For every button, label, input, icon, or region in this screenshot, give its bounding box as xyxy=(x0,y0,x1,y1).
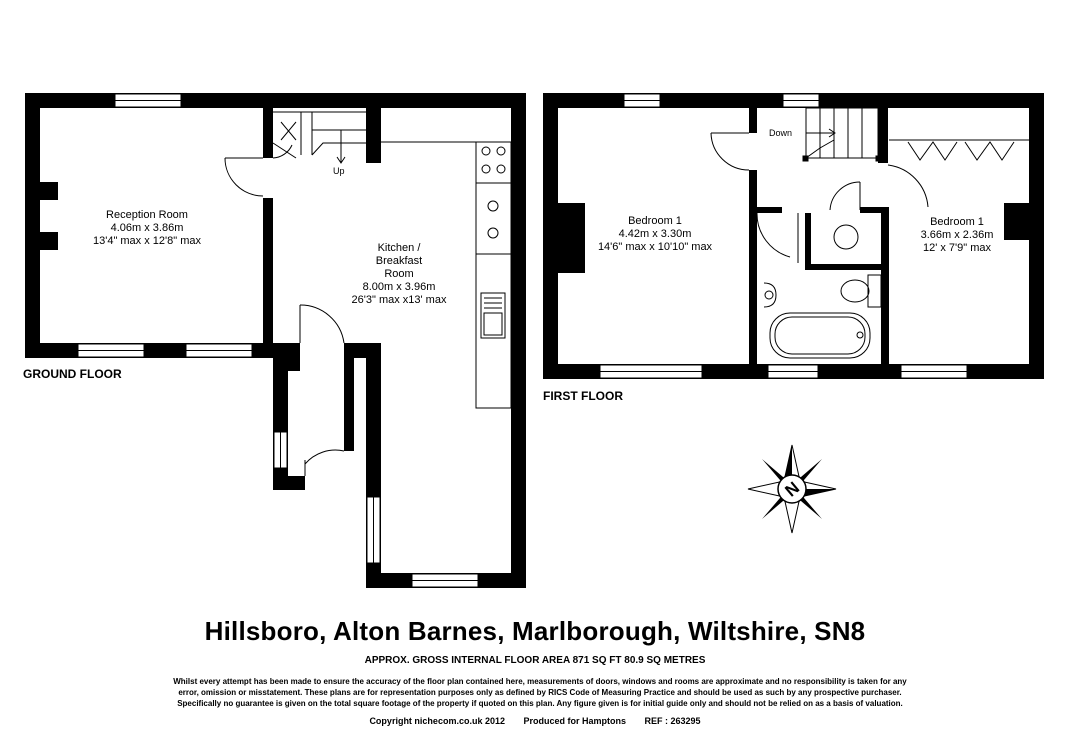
kitchen-room-name-1: Kitchen / xyxy=(378,242,422,254)
wardrobe xyxy=(889,139,1029,161)
kitchen-room-name-2: Breakfast xyxy=(376,255,422,267)
bedroom1-landing-wall-upper xyxy=(749,93,757,133)
bedroom2-left-wall xyxy=(881,207,889,379)
first-windows xyxy=(599,93,968,379)
produced-for-text: Produced for Hamptons xyxy=(523,716,627,726)
disclaimer-line-3: Specifically no guarantee is given on th… xyxy=(177,699,903,708)
reference-number: REF : 263295 xyxy=(644,716,701,726)
ground-doors xyxy=(224,142,345,476)
cupboard-wall-left xyxy=(805,213,811,270)
bathroom-fixtures xyxy=(763,224,882,359)
first-wall-right xyxy=(1029,93,1044,379)
ground-wall-reception-bottom xyxy=(25,343,300,358)
disclaimer-line-1: Whilst every attempt has been made to en… xyxy=(173,677,907,686)
reception-room-metric: 4.06m x 3.86m xyxy=(111,222,184,234)
porch-wall-inner xyxy=(288,343,300,371)
bedroom2-chimney xyxy=(1004,203,1029,240)
ground-floor-plan: Up Reception Room 4.06m x 3.86m 13'4" ma… xyxy=(23,93,526,588)
ground-wall-left xyxy=(25,93,40,358)
ground-stair-label: Up xyxy=(333,166,345,176)
reception-room-name: Reception Room xyxy=(106,209,188,221)
landing-bedroom2-wall xyxy=(860,207,888,213)
bedroom1-landing-wall-lower xyxy=(749,170,757,379)
ground-wall-right xyxy=(511,93,526,588)
ground-floor-label: GROUND FLOOR xyxy=(23,367,122,381)
kitchen-units xyxy=(475,141,512,409)
reception-kitchen-partition-lower xyxy=(263,198,273,358)
porch-wall-right xyxy=(344,343,354,451)
kitchen-room-metric: 8.00m x 3.96m xyxy=(363,281,436,293)
reception-kitchen-partition-upper xyxy=(263,93,273,158)
floor-plan-drawing: Up Reception Room 4.06m x 3.86m 13'4" ma… xyxy=(23,93,1044,588)
reception-chimney-breast-lower xyxy=(40,232,58,250)
kitchen-room-imperial: 26'3" max x13' max xyxy=(352,294,447,306)
first-staircase xyxy=(802,107,882,162)
bedroom2-imperial: 12' x 7'9" max xyxy=(923,242,992,254)
property-address: Hillsboro, Alton Barnes, Marlborough, Wi… xyxy=(204,616,866,646)
disclaimer-line-2: error, omission or misstatement. These p… xyxy=(178,688,902,697)
reception-chimney-breast xyxy=(40,182,58,200)
stair-enclosure-wall xyxy=(366,93,381,163)
bedroom1-name: Bedroom 1 xyxy=(628,215,682,227)
copyright-line: Copyright nichecom.co.uk 2012 Produced f… xyxy=(0,716,1070,726)
floor-area-summary: APPROX. GROSS INTERNAL FLOOR AREA 871 SQ… xyxy=(364,655,706,666)
first-stair-label: Down xyxy=(769,128,792,138)
porch-wall-bottom xyxy=(273,476,305,490)
disclaimer: Whilst every attempt has been made to en… xyxy=(130,676,950,709)
bedroom1-chimney xyxy=(558,203,585,273)
first-wall-left xyxy=(543,93,558,379)
ground-wall-top xyxy=(25,93,526,108)
first-floor-plan: Down Bedroom 1 4.42m x 3.30m xyxy=(543,93,1044,403)
first-doors xyxy=(710,132,929,263)
kitchen-room-name-3: Room xyxy=(384,268,413,280)
bedroom2-metric: 3.66m x 2.36m xyxy=(921,229,994,241)
ground-windows xyxy=(77,93,479,588)
cupboard-wall-bottom xyxy=(805,264,881,270)
bedroom1-metric: 4.42m x 3.30m xyxy=(619,228,692,240)
copyright-text: Copyright nichecom.co.uk 2012 xyxy=(369,716,505,726)
reception-room-imperial: 13'4" max x 12'8" max xyxy=(93,235,202,247)
stair-right-wall xyxy=(878,93,888,163)
ground-staircase xyxy=(273,111,366,164)
first-floor-label: FIRST FLOOR xyxy=(543,389,623,403)
bedroom1-imperial: 14'6" max x 10'10" max xyxy=(598,241,713,253)
compass-rose-icon: N xyxy=(747,444,837,534)
bedroom2-name: Bedroom 1 xyxy=(930,216,984,228)
landing-bathroom-wall xyxy=(757,207,782,213)
